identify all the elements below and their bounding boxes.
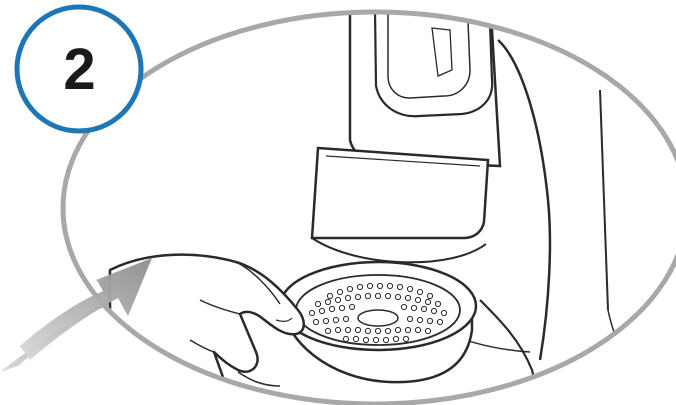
coffee-machine-illustration	[110, 0, 630, 405]
step-number: 2	[18, 8, 140, 130]
filter-holder-illustration	[280, 262, 476, 382]
